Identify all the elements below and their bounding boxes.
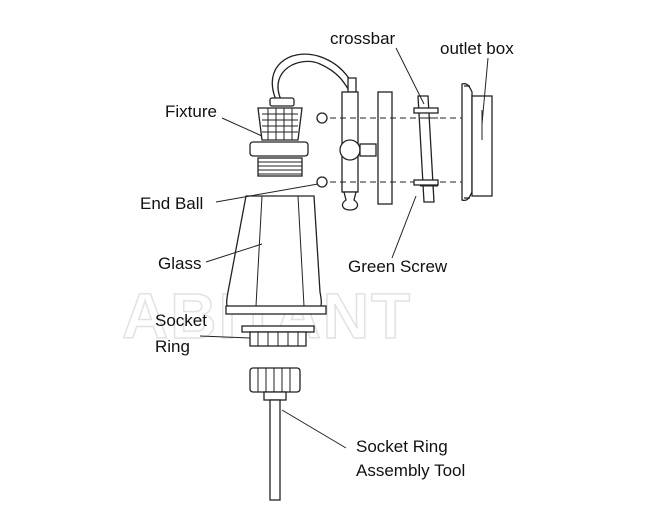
label-glass: Glass bbox=[158, 254, 201, 273]
end-ball-leader bbox=[215, 183, 319, 203]
outlet-box-leader bbox=[481, 57, 489, 125]
label-crossbar: crossbar bbox=[330, 29, 396, 48]
crossbar-leader bbox=[395, 47, 425, 105]
label-end-ball: End Ball bbox=[140, 194, 203, 213]
upper-screw-hole bbox=[316, 112, 328, 124]
fixture-part bbox=[249, 53, 357, 177]
crossbar-part bbox=[413, 95, 439, 203]
green-screw-leader bbox=[391, 195, 417, 259]
glass-part bbox=[225, 195, 327, 315]
mounting-arm bbox=[339, 91, 377, 211]
socket-ring-leader bbox=[199, 335, 251, 339]
fixture-leader bbox=[221, 117, 263, 137]
label-outlet-box: outlet box bbox=[440, 39, 514, 58]
label-fixture: Fixture bbox=[165, 102, 217, 121]
label-socket-ring-1: Socket bbox=[155, 311, 207, 330]
label-tool-1: Socket Ring bbox=[356, 437, 448, 456]
glass-leader bbox=[205, 243, 263, 263]
end-ball-part bbox=[316, 176, 328, 188]
tool-leader bbox=[281, 409, 347, 449]
backplate bbox=[377, 91, 393, 205]
outlet-box-part bbox=[461, 82, 493, 202]
socket-ring-tool-part bbox=[249, 367, 301, 501]
socket-ring-part bbox=[241, 325, 315, 347]
label-socket-ring-2: Ring bbox=[155, 337, 190, 356]
label-green-screw: Green Screw bbox=[348, 257, 448, 276]
label-tool-2: Assembly Tool bbox=[356, 461, 465, 480]
